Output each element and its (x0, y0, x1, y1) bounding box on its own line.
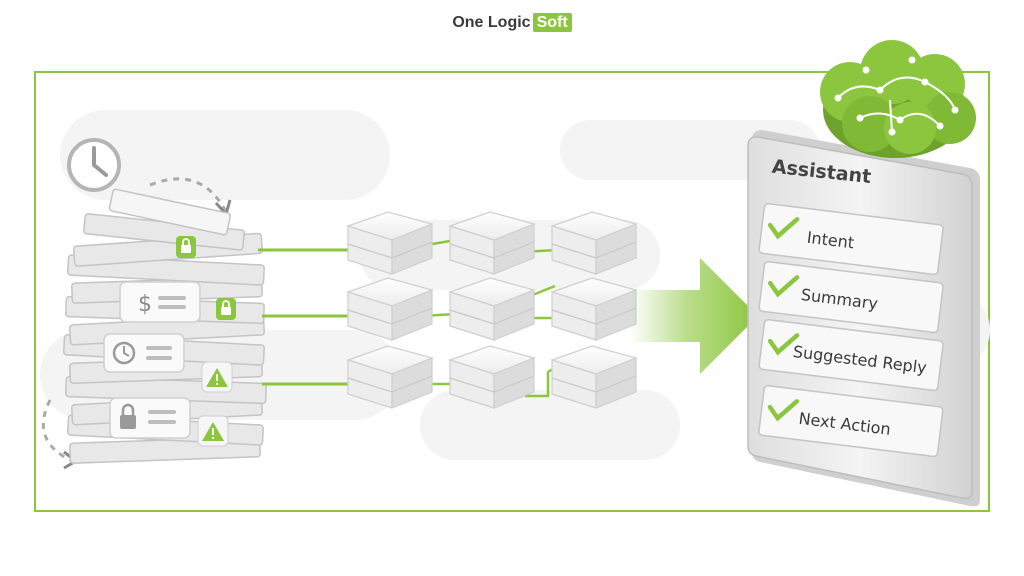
warning-icon-2 (197, 415, 229, 447)
processing-cube (550, 345, 638, 409)
clock-small-icon (112, 341, 136, 365)
assistant-item-next-action: Next Action (758, 384, 944, 458)
card-dollar: $ (119, 281, 201, 323)
assistant-item-suggested-reply: Suggested Reply (758, 318, 944, 392)
lock-icon-2 (216, 298, 236, 320)
processing-cube (346, 277, 434, 341)
assistant-item-intent: Intent (758, 202, 944, 276)
dollar-icon: $ (138, 292, 152, 317)
dashed-arrow-bottom (41, 399, 71, 462)
processing-cube (448, 277, 536, 341)
processing-cube (550, 277, 638, 341)
processing-cube (550, 211, 638, 275)
assistant-item-summary: Summary (758, 260, 944, 334)
arrow-right-icon (630, 258, 758, 374)
check-icon (767, 275, 800, 298)
check-icon (767, 217, 800, 240)
processing-cube (448, 211, 536, 275)
check-icon (767, 399, 800, 422)
processing-cube (346, 345, 434, 409)
processing-cube (346, 211, 434, 275)
lock-small-icon (120, 415, 136, 429)
brain-icon (820, 40, 976, 158)
clock-icon (67, 138, 121, 192)
brand-name: One Logic (452, 14, 531, 31)
brand-highlight: Soft (532, 13, 572, 32)
card-lock-alert (109, 397, 191, 439)
processing-cube (448, 345, 536, 409)
stack-connectors (258, 248, 352, 386)
card-clock-alert (103, 333, 185, 373)
diagram-frame (34, 71, 990, 512)
processing-cube-grid (346, 211, 638, 409)
check-icon (767, 333, 800, 356)
lock-icon (176, 236, 196, 258)
warning-icon (201, 361, 233, 393)
